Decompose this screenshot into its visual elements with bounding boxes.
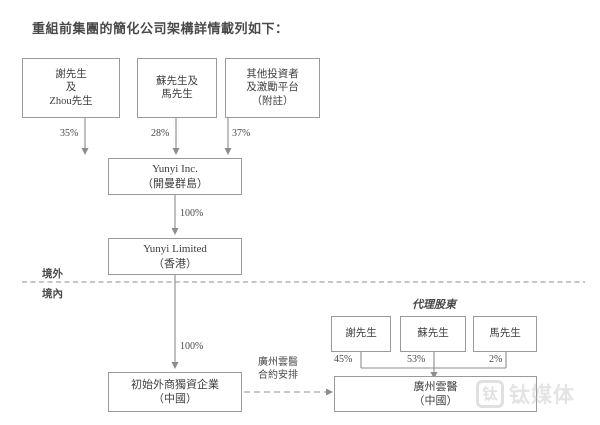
box-shareholder-1[interactable]: 謝先生 及 Zhou先生 bbox=[22, 58, 120, 118]
edge-label-nominee2-53: 53% bbox=[407, 354, 426, 365]
box-yunyi-limited[interactable]: Yunyi Limited （香港） bbox=[108, 238, 242, 275]
box-shareholder-2[interactable]: 蘇先生及 馬先生 bbox=[137, 58, 217, 118]
edge-label-limited-to-wfoe-100: 100% bbox=[180, 341, 204, 352]
box-yunyi-limited-line1: Yunyi Limited bbox=[143, 243, 207, 256]
annotation-onshore: 境內 bbox=[42, 289, 63, 300]
box-nominee-2-line1: 蘇先生 bbox=[417, 328, 449, 340]
box-nominee-2[interactable]: 蘇先生 bbox=[400, 316, 466, 352]
box-shareholder-3[interactable]: 其他投資者 及激勵平台 （附註） bbox=[225, 58, 320, 118]
box-nominee-3-line1: 馬先生 bbox=[489, 328, 521, 340]
box-shareholder-3-line2: 及激勵平台 bbox=[246, 82, 299, 94]
edge-label-nominee1-45: 45% bbox=[334, 354, 353, 365]
box-yunyi-inc[interactable]: Yunyi Inc. （開曼群島） bbox=[108, 158, 242, 195]
box-shareholder-3-line1: 其他投資者 bbox=[246, 68, 299, 80]
box-nominee-1-line1: 謝先生 bbox=[345, 328, 377, 340]
box-opco[interactable]: 廣州雲醫 （中國） bbox=[334, 376, 537, 412]
box-yunyi-inc-line2: （開曼群島） bbox=[142, 177, 208, 190]
annotation-nominee-group: 代理股東 bbox=[412, 299, 456, 311]
annotation-offshore: 境外 bbox=[42, 269, 63, 280]
box-nominee-1[interactable]: 謝先生 bbox=[331, 316, 391, 352]
box-wfoe-line1: 初始外商獨資企業 bbox=[131, 378, 219, 391]
edge-label-sh2-28: 28% bbox=[151, 128, 170, 139]
box-yunyi-limited-line2: （香港） bbox=[153, 257, 197, 270]
page-title: 重組前集團的簡化公司架構詳情載列如下： bbox=[32, 21, 289, 36]
edge-label-inc-to-limited-100: 100% bbox=[180, 208, 204, 219]
box-yunyi-inc-line1: Yunyi Inc. bbox=[152, 163, 198, 176]
edge-label-sh1-35: 35% bbox=[60, 128, 79, 139]
edge-label-contractual-line2: 合約安排 bbox=[258, 370, 298, 381]
box-nominee-3[interactable]: 馬先生 bbox=[473, 316, 537, 352]
box-shareholder-1-line3: Zhou先生 bbox=[49, 95, 93, 107]
box-wfoe-line2: （中國） bbox=[153, 393, 197, 405]
box-wfoe[interactable]: 初始外商獨資企業 （中國） bbox=[108, 372, 242, 412]
box-shareholder-1-line1: 謝先生 bbox=[55, 68, 87, 80]
box-shareholder-3-line3: （附註） bbox=[251, 95, 294, 107]
edge-label-sh3-37: 37% bbox=[232, 128, 251, 139]
box-opco-line2: （中國） bbox=[413, 395, 458, 407]
box-shareholder-2-line1: 蘇先生及 bbox=[156, 75, 198, 87]
edge-label-contractual-line1: 廣州雲醫 bbox=[258, 357, 298, 368]
box-opco-line1: 廣州雲醫 bbox=[413, 380, 458, 393]
box-shareholder-1-line2: 及 bbox=[65, 82, 77, 94]
edge-label-nominee3-2: 2% bbox=[489, 354, 503, 365]
box-shareholder-2-line2: 馬先生 bbox=[161, 89, 193, 100]
